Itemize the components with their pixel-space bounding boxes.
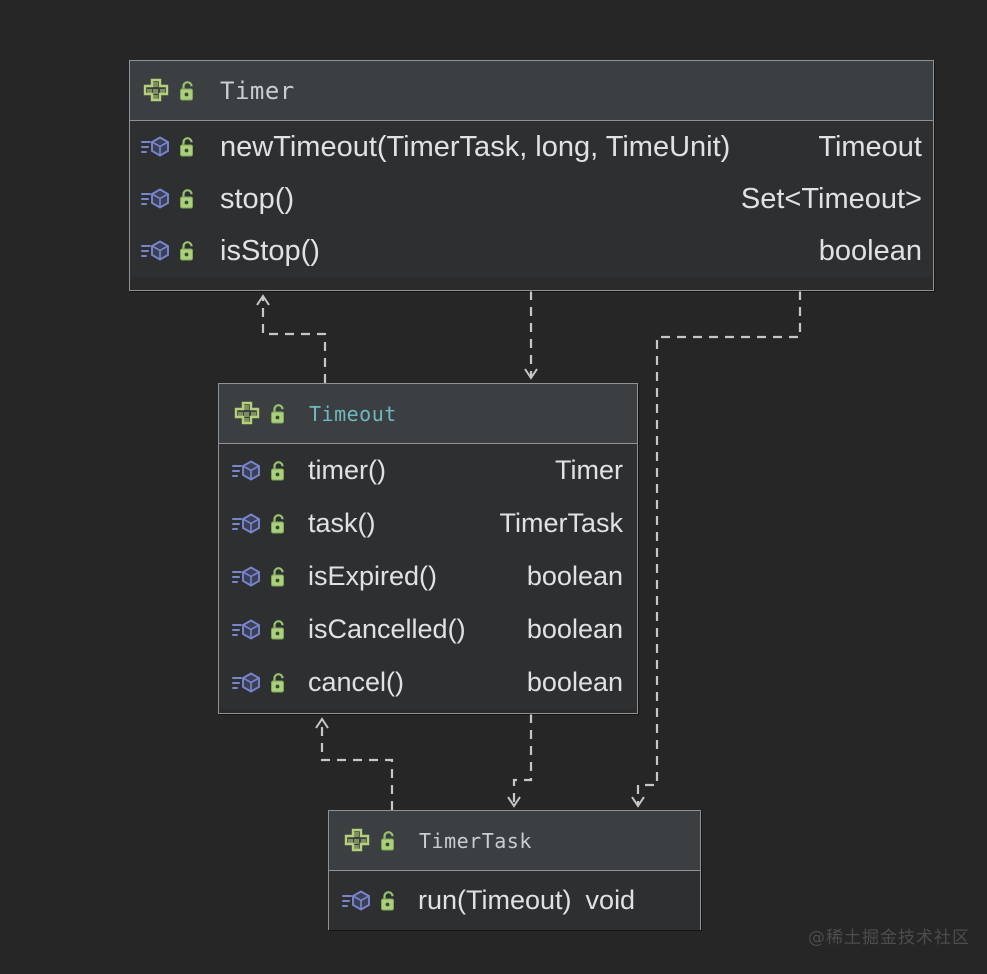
class-box-timeout[interactable]: Timeout <box>218 383 638 714</box>
method-icon <box>232 671 262 695</box>
method-icon <box>141 135 171 159</box>
method-icon <box>232 618 262 642</box>
class-box-timertask[interactable]: TimerTask <box>328 810 701 930</box>
member-name: run(Timeout) <box>418 885 572 915</box>
interface-icon <box>342 828 372 854</box>
member-row[interactable]: isStop() boolean <box>130 225 933 277</box>
unlocked-padlock-icon <box>171 136 196 158</box>
unlocked-padlock-icon <box>171 80 196 102</box>
member-type: void <box>585 885 636 915</box>
class-members-timeout: timer() Timer <box>219 444 637 709</box>
method-icon <box>342 889 372 913</box>
member-type: Set<Timeout> <box>740 182 922 215</box>
watermark: @稀土掘金技术社区 <box>808 928 970 948</box>
member-type: boolean <box>526 614 623 644</box>
member-type: boolean <box>818 234 922 267</box>
class-members-timertask: run(Timeout) void <box>329 871 700 930</box>
method-icon <box>232 459 262 483</box>
class-name-timer: Timer <box>220 76 295 105</box>
member-name: task() <box>308 508 376 538</box>
member-name: isCancelled() <box>308 614 466 644</box>
relation-timertask-to-timeout <box>315 717 394 810</box>
method-icon <box>141 187 171 211</box>
member-name: timer() <box>308 455 386 485</box>
member-row[interactable]: task() TimerTask <box>219 497 637 550</box>
interface-icon <box>232 401 262 427</box>
member-row[interactable]: isCancelled() boolean <box>219 603 637 656</box>
interface-icon <box>141 78 171 104</box>
member-name: newTimeout(TimerTask, long, TimeUnit) <box>220 130 731 163</box>
relation-timeout-to-timer <box>256 294 327 383</box>
relation-timer-to-timertask-a <box>631 291 802 808</box>
class-name-timertask: TimerTask <box>419 828 532 853</box>
member-type: Timeout <box>818 130 922 163</box>
member-name: cancel() <box>308 667 405 697</box>
member-row[interactable]: cancel() boolean <box>219 656 637 709</box>
class-header-timeout[interactable]: Timeout <box>219 384 637 444</box>
member-type: boolean <box>526 561 623 591</box>
member-row[interactable]: timer() Timer <box>219 444 637 497</box>
class-header-timer[interactable]: Timer <box>130 61 933 121</box>
member-row[interactable]: stop() Set<Timeout> <box>130 173 933 225</box>
member-type: Timer <box>555 455 623 485</box>
class-header-timertask[interactable]: TimerTask <box>329 811 700 871</box>
member-row[interactable]: newTimeout(TimerTask, long, TimeUnit) Ti… <box>130 121 933 173</box>
unlocked-padlock-icon <box>262 403 287 425</box>
unlocked-padlock-icon <box>372 890 397 912</box>
unlocked-padlock-icon <box>262 619 287 641</box>
member-name: stop() <box>220 182 295 215</box>
member-name: isExpired() <box>308 561 438 591</box>
member-name: isStop() <box>220 234 320 267</box>
unlocked-padlock-icon <box>372 830 397 852</box>
class-name-timeout: Timeout <box>309 401 397 426</box>
class-box-timer[interactable]: Timer <box>129 60 934 291</box>
method-icon <box>232 565 262 589</box>
unlocked-padlock-icon <box>171 240 196 262</box>
unlocked-padlock-icon <box>262 460 287 482</box>
unlocked-padlock-icon <box>262 513 287 535</box>
relation-timeout-to-timertask <box>507 714 533 808</box>
member-type: TimerTask <box>499 508 623 538</box>
member-type: boolean <box>526 667 623 697</box>
method-icon <box>141 239 171 263</box>
member-row[interactable]: run(Timeout) void <box>329 871 700 930</box>
method-icon <box>232 512 262 536</box>
unlocked-padlock-icon <box>171 188 196 210</box>
unlocked-padlock-icon <box>262 566 287 588</box>
unlocked-padlock-icon <box>262 672 287 694</box>
class-members-timer: newTimeout(TimerTask, long, TimeUnit) Ti… <box>130 121 933 277</box>
member-row[interactable]: isExpired() boolean <box>219 550 637 603</box>
